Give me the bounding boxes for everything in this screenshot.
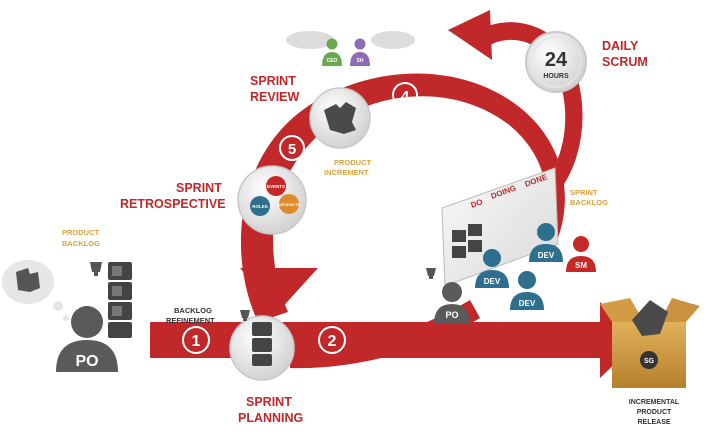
sprint-planning-label-1: SPRINT [246, 395, 292, 409]
step-circle-3: 3 [538, 107, 564, 133]
clock-unit-text: HOURS [543, 73, 569, 80]
backlog-refinement-label-1: BACKLOG [174, 306, 212, 315]
watermark-text: scrum.inc [470, 377, 535, 394]
retro-roles: ROLES [252, 204, 268, 209]
puzzle-piece-icon [324, 102, 356, 134]
backlog-refinement-label-2: REFINEMENT [166, 316, 215, 325]
svg-text:DEV: DEV [538, 251, 555, 260]
step-circle-1: 1 [182, 326, 210, 354]
svg-text:SM: SM [575, 261, 587, 270]
trophy-icon [426, 268, 436, 279]
clock-hours-text: 24 [545, 49, 568, 71]
board-col-todo: DO [470, 197, 484, 210]
dev-avatar-3: DEV [510, 271, 544, 310]
daily-scrum-label-2: SCRUM [602, 55, 648, 69]
svg-text:SH: SH [357, 58, 364, 64]
product-owner-small: PO [426, 268, 470, 324]
daily-scrum-label-1: DAILY [602, 39, 639, 53]
release-label-3: RELEASE [637, 419, 670, 426]
sh-avatar: SH [350, 38, 370, 66]
sprint-retro-label-2: RETROSPECTIVE [120, 197, 226, 211]
product-increment-label-2: INCREMENT [324, 168, 369, 177]
step-circle-5: 5 [279, 135, 305, 161]
svg-text:2: 2 [328, 333, 337, 350]
product-owner-large: PO [56, 306, 118, 372]
svg-text:3: 3 [547, 113, 555, 130]
sprint-planning-disc [229, 310, 295, 381]
sprint-planning-label-2: PLANNING [238, 411, 303, 425]
sprint-review-label-1: SPRINT [250, 74, 296, 88]
ceo-avatar: CEO [322, 38, 342, 66]
svg-text:5: 5 [288, 141, 296, 158]
sprint-backlog-label-1: SPRINT [570, 188, 598, 197]
svg-text:1: 1 [192, 333, 201, 350]
step-circle-4: 4 [392, 82, 418, 108]
release-label-2: PRODUCT [637, 409, 672, 416]
retro-artifacts: ARTIFACTS [278, 202, 301, 207]
stakeholders-group: CEO SH [286, 31, 415, 66]
dev-avatar-1: DEV [475, 249, 509, 288]
trophy-icon [90, 262, 102, 276]
svg-text:CEO: CEO [327, 58, 338, 64]
svg-text:PO: PO [445, 310, 458, 320]
product-backlog-stack [90, 262, 132, 338]
svg-text:SG: SG [644, 358, 655, 365]
retro-events: EVENTS [267, 184, 285, 189]
sprint-backlog-board: DO DOING DONE [441, 167, 559, 287]
sprint-arc-label: SPRINT [439, 138, 500, 174]
product-release-box: SG [600, 298, 700, 388]
sprint-retro-label-1: SPRINT [176, 181, 222, 195]
product-backlog-label-2: BACKLOG [62, 239, 100, 248]
dev-avatar-2: DEV [529, 223, 563, 262]
sprint-review-disc [309, 87, 371, 149]
product-backlog-label-1: PRODUCT [62, 228, 100, 237]
svg-text:DEV: DEV [519, 299, 536, 308]
svg-text:4: 4 [401, 88, 410, 105]
sg-badge: SG [640, 351, 658, 369]
svg-text:PO: PO [75, 353, 98, 370]
sprint-review-label-2: REVIEW [250, 90, 300, 104]
product-increment-label-1: PRODUCT [334, 158, 372, 167]
step-circle-2: 2 [318, 326, 346, 354]
puzzle-piece-icon [16, 268, 40, 292]
trophy-icon [240, 310, 250, 321]
retrospective-disc: EVENTS ROLES ARTIFACTS [237, 165, 307, 235]
scrum-master-avatar: SM [566, 236, 596, 272]
thought-bubble [2, 260, 69, 321]
clock-24-hours: 24 HOURS [525, 31, 587, 93]
puzzle-piece-icon [632, 300, 668, 336]
release-label-1: INCREMENTAL [629, 399, 680, 406]
sprint-backlog-label-2: BACKLOG [570, 198, 608, 207]
svg-text:DEV: DEV [484, 277, 501, 286]
